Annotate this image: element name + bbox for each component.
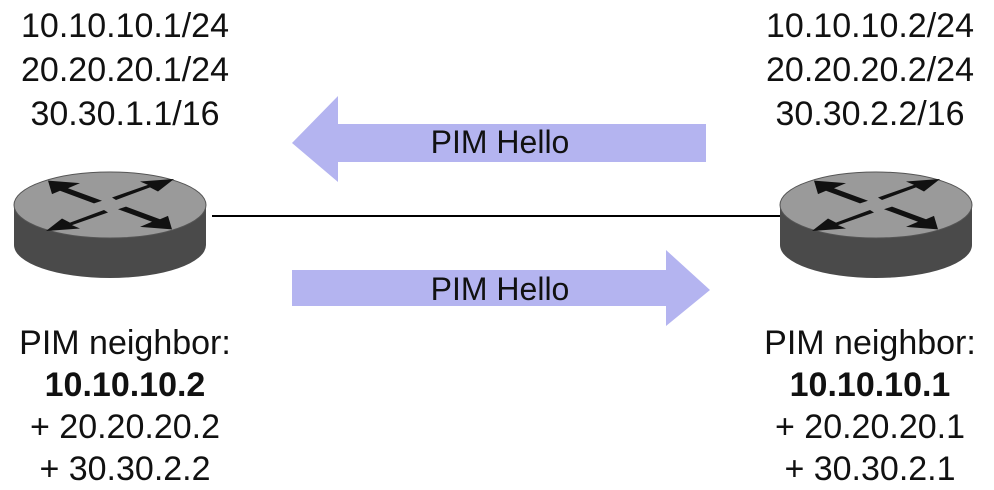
left-interface-2: 20.20.20.1/24 [21,51,229,89]
left-neighbor-title: PIM neighbor: [19,324,231,362]
right-neighbor-secondary-1: + 20.20.20.1 [774,408,965,446]
right-router-addresses: 10.10.10.2/24 20.20.20.2/24 30.30.2.2/16 [746,4,994,136]
left-neighbor-info: PIM neighbor: 10.10.10.2 + 20.20.20.2 + … [0,322,250,490]
right-neighbor-primary: 10.10.10.1 [789,366,951,404]
right-neighbor-title: PIM neighbor: [764,324,976,362]
right-interface-2: 20.20.20.2/24 [766,51,974,89]
left-neighbor-secondary-1: + 20.20.20.2 [29,408,220,446]
left-interface-3: 30.30.1.1/16 [30,95,220,133]
left-neighbor-primary: 10.10.10.2 [44,366,206,404]
left-router-icon [13,171,207,278]
left-neighbor-secondary-2: + 30.30.2.2 [39,450,211,488]
pim-hello-label-bottom: PIM Hello [431,271,570,307]
right-interface-3: 30.30.2.2/16 [775,95,965,133]
left-interface-1: 10.10.10.1/24 [21,7,229,45]
left-router-addresses: 10.10.10.1/24 20.20.20.1/24 30.30.1.1/16 [0,4,250,136]
right-neighbor-info: PIM neighbor: 10.10.10.1 + 20.20.20.1 + … [746,322,994,490]
right-interface-1: 10.10.10.2/24 [766,7,974,45]
pim-hello-arrow-right [292,250,710,326]
pim-hello-label-top: PIM Hello [431,124,570,160]
right-router-icon [779,171,973,278]
pim-hello-arrow-left [292,96,706,182]
right-neighbor-secondary-2: + 30.30.2.1 [784,450,956,488]
